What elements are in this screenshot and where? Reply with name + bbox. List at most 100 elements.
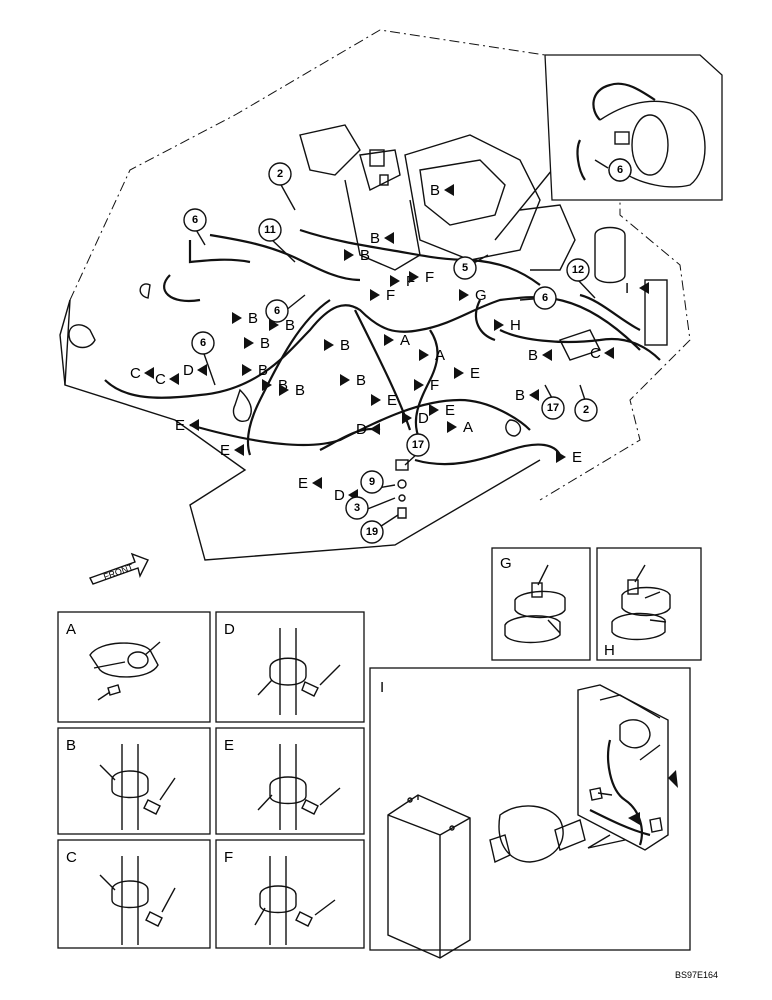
svg-text:B: B [66, 737, 76, 754]
harness-clamp-label: G [475, 287, 487, 304]
part-callout: 6 [191, 331, 215, 355]
pointer-arrow [419, 349, 429, 361]
pointer-arrow [494, 319, 504, 331]
pointer-arrow [542, 349, 552, 361]
detail-panel-b: B [57, 727, 211, 835]
svg-text:19: 19 [366, 526, 378, 538]
detail-panel-a: A [57, 611, 211, 723]
pointer-arrow [556, 451, 566, 463]
fastener-stack [395, 459, 409, 519]
harness-clamp-label: B [340, 337, 350, 354]
pointer-arrow [429, 404, 439, 416]
detail-panel-h: H [596, 547, 702, 661]
harness-clamp-label: D [183, 362, 194, 379]
harness-clamp-label: E [572, 449, 582, 466]
pointer-arrow [234, 444, 244, 456]
harness-clamp-label: C [155, 371, 166, 388]
harness-clamp-label: B [515, 387, 525, 404]
front-arrow: FRONT [89, 552, 149, 585]
part-callout: 19 [360, 520, 384, 544]
harness-clamp-label: B [278, 377, 288, 394]
harness-clamp-label: B [370, 230, 380, 247]
pointer-arrow [262, 379, 272, 391]
detail-panel-f: F [215, 839, 365, 949]
wiring-harness [68, 228, 661, 466]
part-callout: 6 [265, 299, 289, 323]
pointer-arrow [384, 334, 394, 346]
svg-text:5: 5 [462, 262, 468, 274]
pointer-arrow [414, 379, 424, 391]
harness-clamp-label: C [130, 365, 141, 382]
detail-panel-g: G [491, 547, 591, 661]
svg-text:6: 6 [542, 292, 548, 304]
pointer-arrow [324, 339, 334, 351]
pointer-arrow [459, 289, 469, 301]
part-callout: 6 [608, 158, 632, 182]
part-callout: 6 [183, 208, 207, 232]
part-callout: 5 [453, 256, 477, 280]
harness-clamp-label: I [625, 280, 629, 297]
part-callout: 12 [566, 258, 590, 282]
harness-clamp-label: D [334, 487, 345, 504]
harness-clamp-label: F [425, 269, 434, 286]
part-callout: 2 [268, 162, 292, 186]
harness-clamp-label: E [175, 417, 185, 434]
pointer-arrow [340, 374, 350, 386]
svg-text:17: 17 [412, 439, 424, 451]
harness-clamp-label: C [590, 345, 601, 362]
svg-text:6: 6 [274, 305, 280, 317]
harness-clamp-label: A [400, 332, 410, 349]
front-label: FRONT [102, 562, 135, 582]
svg-text:I: I [380, 679, 384, 696]
harness-clamp-label: E [387, 392, 397, 409]
pointer-arrow [529, 389, 539, 401]
svg-text:3: 3 [354, 502, 360, 514]
pointer-arrow [371, 394, 381, 406]
svg-text:D: D [224, 621, 235, 638]
detail-panel-d: D [215, 611, 365, 723]
harness-clamp-label: B [295, 382, 305, 399]
harness-clamp-label: B [260, 335, 270, 352]
harness-clamp-label: D [418, 410, 429, 427]
harness-clamp-label: E [298, 475, 308, 492]
pointer-arrow [604, 347, 614, 359]
main-diagram-labels: AAABBBBBBBBBBBBBCCCDDDDEEEEEEEFFFFGHI [130, 182, 649, 504]
pointer-arrow [189, 419, 199, 431]
svg-text:2: 2 [277, 168, 283, 180]
pointer-arrow [279, 384, 289, 396]
svg-text:6: 6 [617, 164, 623, 176]
pointer-arrow [244, 337, 254, 349]
pointer-arrow [242, 364, 252, 376]
part-callout: 17 [406, 433, 430, 457]
svg-text:2: 2 [583, 404, 589, 416]
pointer-arrow [232, 312, 242, 324]
svg-text:17: 17 [547, 402, 559, 414]
engine-block [299, 124, 668, 361]
part-callout: 9 [360, 470, 384, 494]
harness-clamp-label: A [435, 347, 445, 364]
svg-text:11: 11 [264, 224, 276, 236]
part-callout: 3 [345, 496, 369, 520]
svg-text:F: F [224, 849, 233, 866]
pointer-arrow [639, 282, 649, 294]
svg-text:9: 9 [369, 476, 375, 488]
harness-clamp-label: B [258, 362, 268, 379]
harness-clamp-label: H [510, 317, 521, 334]
pointer-arrow [197, 364, 207, 376]
part-callout: 6 [533, 286, 557, 310]
svg-text:C: C [66, 849, 77, 866]
pointer-arrow [409, 271, 419, 283]
inset-detail-box [544, 54, 723, 201]
panel-g-title: G [500, 555, 512, 572]
harness-clamp-label: B [248, 310, 258, 327]
harness-clamp-label: F [430, 377, 439, 394]
harness-clamp-label: B [360, 247, 370, 264]
detail-panel-c: C [57, 839, 211, 949]
pointer-arrow [370, 423, 380, 435]
detail-panel-i: I [369, 667, 691, 959]
harness-clamp-label: B [356, 372, 366, 389]
svg-text:6: 6 [192, 214, 198, 226]
part-callout: 2 [574, 398, 598, 422]
svg-text:E: E [224, 737, 234, 754]
